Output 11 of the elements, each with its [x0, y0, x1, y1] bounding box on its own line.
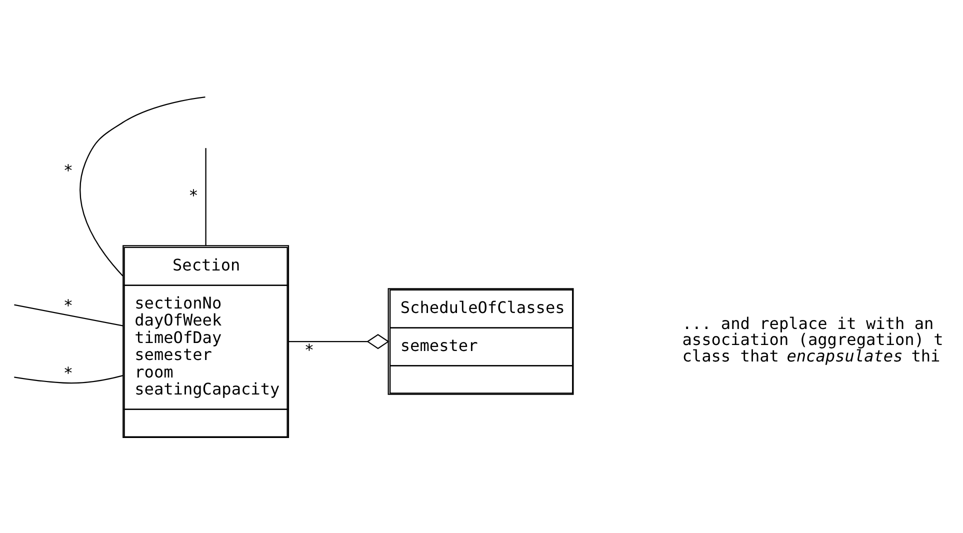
connector	[14, 374, 124, 384]
edge-label: *	[63, 160, 74, 180]
connector	[288, 333, 390, 349]
connector	[14, 304, 124, 326]
edge-label: *	[188, 186, 198, 205]
connector	[205, 148, 206, 246]
edge-label: *	[63, 363, 74, 382]
label: ... and replace it with an association (aggregation) t class that encapsulates thi	[682, 314, 944, 365]
edge-label: *	[304, 340, 314, 359]
connector	[80, 96, 206, 276]
edge-label: *	[63, 295, 74, 314]
